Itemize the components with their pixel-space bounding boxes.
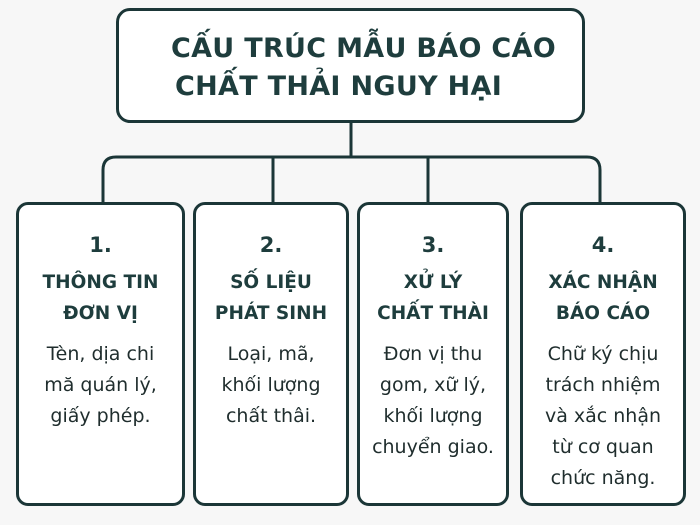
card-description: Loại, mã, khối lượng chất thâi. [221, 343, 321, 427]
card-waste-treatment: 3. XỬ LÝ CHẤT THÀI Đơn vị thu gom, xữ lý… [357, 202, 509, 506]
card-title: XỬ LÝ CHẤT THÀI [377, 272, 489, 324]
card-report-confirmation: 4. XÁC NHẬN BÁO CÁO Chữ ký chịu trách nh… [520, 202, 686, 506]
card-description: Đơn vị thu gom, xữ lý, khối lượng chuyển… [372, 343, 494, 458]
card-title: XÁC NHẬN BÁO CÁO [548, 272, 658, 324]
card-description: Chữ ký chịu trách nhiệm và xắc nhận từ c… [544, 343, 662, 489]
card-number: 1. [89, 233, 112, 257]
title-line-2: CHẤT THẢI NGUY HẠI [175, 71, 503, 102]
card-title: SỐ LIỆU PHÁT SINH [214, 272, 328, 324]
title-box: CẤU TRÚC MẪU BÁO CÁO CHẤT THẢI NGUY HẠI [116, 8, 585, 123]
card-title: THÔNG TIN ĐƠN VỊ [42, 272, 159, 324]
card-unit-info: 1. THÔNG TIN ĐƠN VỊ Tèn, dịa chi mă quán… [16, 202, 185, 506]
card-description: Tèn, dịa chi mă quán lý, giấy phép. [44, 343, 157, 427]
card-number: 2. [259, 233, 283, 257]
card-number: 3. [421, 233, 445, 257]
connector-bus [101, 155, 602, 204]
card-number: 4. [591, 233, 615, 257]
title-line-1: CẤU TRÚC MẪU BÁO CÁO [171, 33, 556, 64]
card-generation-data: 2. SỐ LIỆU PHÁT SINH Loại, mã, khối lượn… [193, 202, 349, 506]
